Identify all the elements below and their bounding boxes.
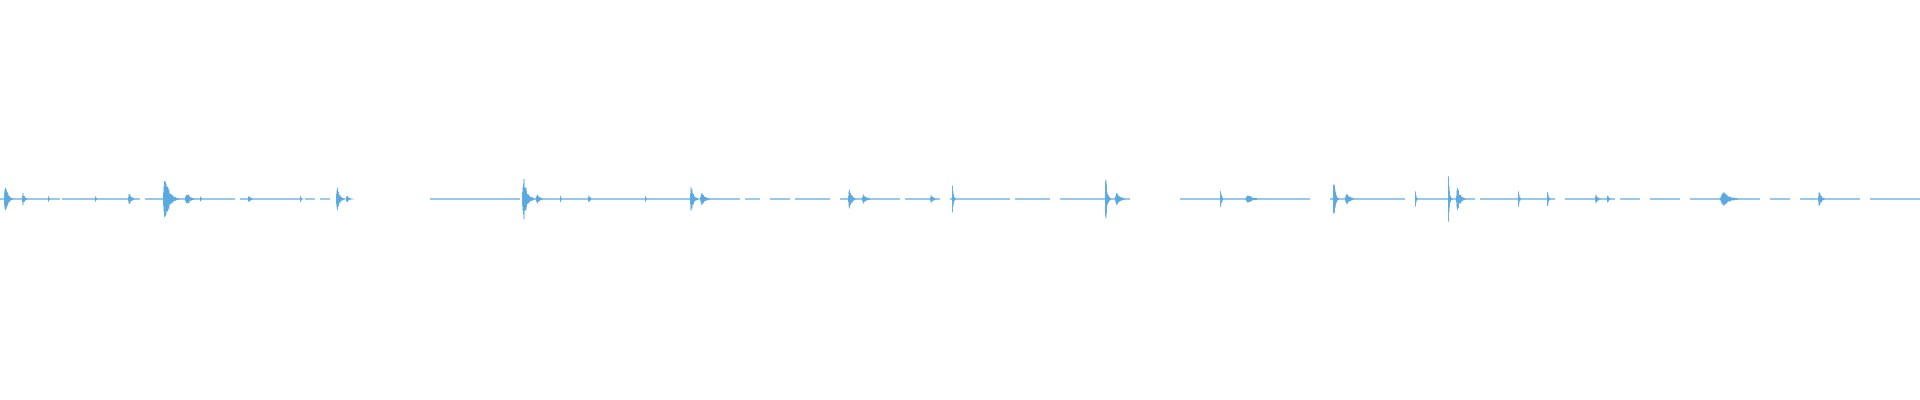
waveform-burst bbox=[1818, 192, 1829, 206]
waveform-burst bbox=[48, 196, 53, 202]
waveform-burst bbox=[1607, 195, 1614, 203]
waveform-burst bbox=[862, 194, 875, 204]
waveform-burst bbox=[1448, 176, 1453, 222]
waveform-burst bbox=[588, 195, 595, 203]
waveform-burst bbox=[952, 185, 957, 213]
waveform-burst bbox=[560, 195, 565, 203]
waveform-burst bbox=[185, 194, 200, 204]
waveform-burst bbox=[1333, 184, 1340, 214]
waveform-burst bbox=[700, 193, 715, 205]
waveform-burst bbox=[1115, 193, 1130, 205]
waveform-burst bbox=[200, 196, 205, 202]
waveform-burst bbox=[536, 194, 547, 204]
waveform-burst bbox=[930, 195, 941, 203]
waveform-burst bbox=[300, 196, 305, 202]
waveform-burst bbox=[346, 195, 355, 203]
waveform-burst bbox=[163, 181, 180, 217]
waveform-burst bbox=[645, 196, 650, 202]
waveform-burst bbox=[22, 192, 31, 206]
waveform-burst bbox=[1220, 191, 1225, 207]
waveform-burst bbox=[1547, 191, 1552, 207]
waveform-burst bbox=[128, 194, 139, 204]
waveform-burst bbox=[1345, 193, 1360, 205]
waveform-burst bbox=[1415, 191, 1420, 207]
waveform-burst bbox=[1595, 194, 1604, 204]
waveform-burst bbox=[95, 196, 100, 202]
waveform-burst bbox=[1245, 195, 1268, 203]
waveform-burst bbox=[336, 187, 347, 211]
waveform-burst bbox=[1105, 179, 1112, 219]
waveform-burst bbox=[522, 178, 537, 220]
waveform-burst bbox=[1518, 191, 1523, 207]
waveform-burst bbox=[4, 187, 15, 211]
waveform-burst bbox=[1720, 192, 1747, 206]
waveform-burst bbox=[690, 187, 701, 211]
waveform-burst bbox=[1456, 188, 1469, 210]
waveform-bursts bbox=[4, 176, 1829, 222]
waveform-burst bbox=[848, 189, 859, 209]
waveform-burst bbox=[248, 196, 257, 202]
